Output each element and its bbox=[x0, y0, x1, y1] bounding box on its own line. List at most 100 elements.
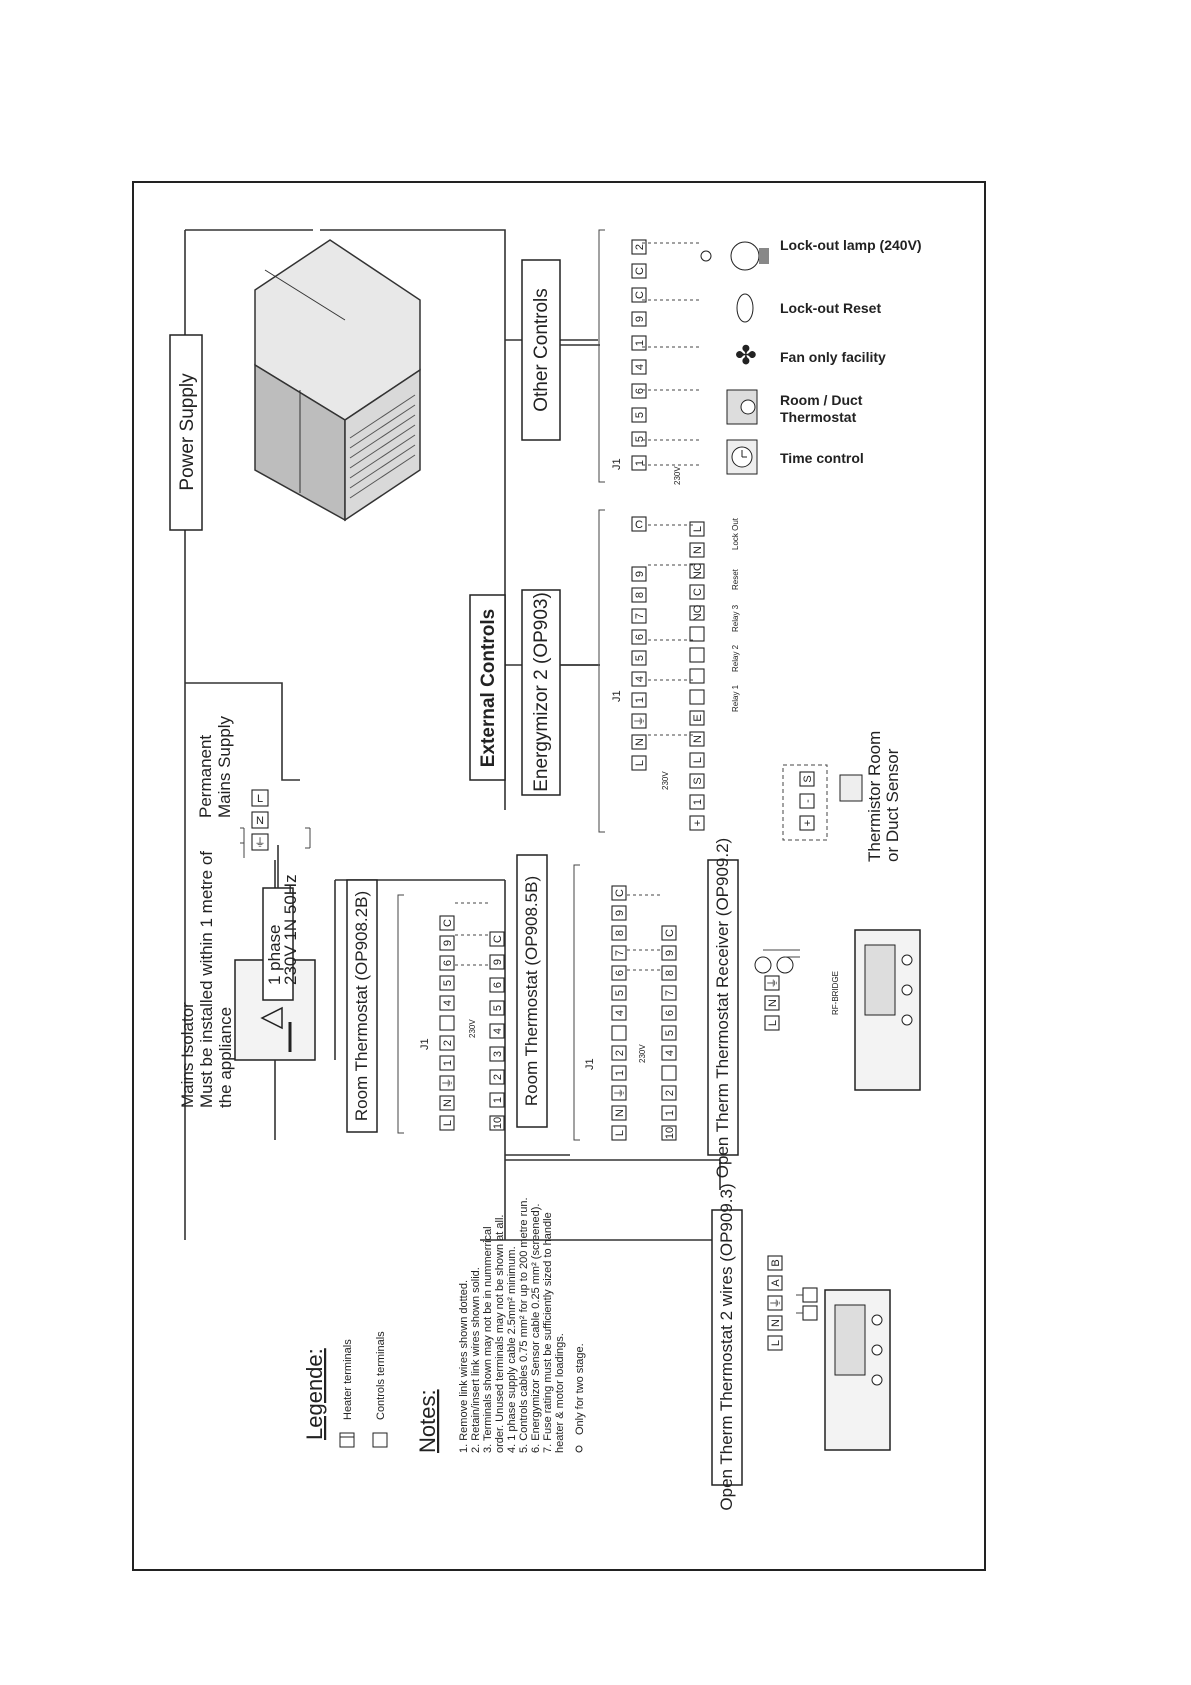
terminal-box bbox=[764, 1015, 780, 1031]
terminal-label: 7 bbox=[614, 950, 626, 956]
lockout-lamp-icon: Lock-out lamp (240V) bbox=[700, 237, 922, 271]
one-phase-box bbox=[262, 887, 294, 1001]
terminal-box bbox=[689, 584, 705, 600]
terminal-box bbox=[661, 1085, 677, 1101]
terminal-label: 9 bbox=[664, 950, 676, 956]
permanent-mains-supply: Permanent Mains Supply L N ⏚ bbox=[196, 715, 311, 858]
svg-text:230V: 230V bbox=[638, 1044, 647, 1063]
terminal-box bbox=[631, 608, 647, 624]
external-controls-label: External Controls bbox=[478, 609, 499, 767]
terminal-label: 8 bbox=[664, 970, 676, 976]
terminal-label: L bbox=[634, 760, 646, 766]
mains-isolator: Mains Isolator Must be installed within … bbox=[178, 845, 316, 1140]
terminal-label: C bbox=[692, 588, 704, 596]
terminal-label: S bbox=[692, 777, 704, 784]
terminal-box bbox=[767, 1315, 783, 1331]
terminal-label: 9 bbox=[492, 959, 504, 965]
terminal-label: 1 bbox=[614, 1070, 626, 1076]
terminal-box bbox=[611, 1065, 627, 1081]
terminal-box bbox=[611, 1005, 627, 1021]
terminal-label: C bbox=[442, 919, 454, 927]
svg-text:Reset: Reset bbox=[731, 568, 740, 590]
rf-bridge-label: RF-BRIDGE bbox=[831, 971, 840, 1015]
terminal-label: E bbox=[692, 714, 704, 721]
terminal-label: 6 bbox=[442, 960, 454, 966]
fan-icon: ✤ Fan only facility bbox=[735, 340, 886, 370]
terminal-label: 5 bbox=[634, 412, 646, 418]
terminal-label: 1 bbox=[442, 1060, 454, 1066]
terminal-label: 2 bbox=[614, 1050, 626, 1056]
svg-text:Room Thermostat (OP908.5B): Room Thermostat (OP908.5B) bbox=[522, 876, 541, 1106]
legend: Legende: Heater terminals Controls termi… bbox=[302, 1331, 388, 1448]
svg-text:5. Controls cables 0.75 mm² f: 5. Controls cables 0.75 mm² for up to 20… bbox=[518, 1197, 530, 1453]
room-thermostat-2b-block: Room Thermostat (OP908.2B) J1 230V LN⏚12… bbox=[346, 879, 505, 1134]
thermistor-sensor-icon bbox=[839, 774, 863, 802]
controls-terminal-swatch bbox=[372, 1432, 388, 1448]
terminal-box bbox=[661, 925, 677, 941]
terminal-box bbox=[631, 359, 647, 375]
terminal-box bbox=[489, 1000, 505, 1016]
terminal-label: 2 bbox=[442, 1040, 454, 1046]
terminal-label: 1 bbox=[634, 460, 646, 466]
terminal-box bbox=[439, 1075, 455, 1091]
svg-text:Relay 3: Relay 3 bbox=[731, 604, 740, 632]
time-control-icon: Time control bbox=[726, 439, 864, 475]
room-duct-thermostat-icon: Room / Duct Thermostat bbox=[726, 389, 863, 425]
mains-isolator-line-3: the appliance bbox=[216, 1007, 235, 1108]
svg-text:Lock-out Reset: Lock-out Reset bbox=[780, 300, 881, 316]
mains-isolator-line-1: Mains Isolator bbox=[178, 1002, 197, 1108]
terminal-box bbox=[611, 985, 627, 1001]
svg-text:Open Therm Thermostat Receiver: Open Therm Thermostat Receiver (OP909.2) bbox=[713, 838, 732, 1178]
terminal-box bbox=[661, 965, 677, 981]
svg-text:Time control: Time control bbox=[780, 450, 864, 466]
terminal-label: 1 bbox=[492, 1097, 504, 1103]
terminal-box bbox=[799, 793, 815, 809]
terminal-box bbox=[689, 668, 705, 684]
terminal-box bbox=[439, 1055, 455, 1071]
terminal-box bbox=[489, 977, 505, 993]
svg-text:Relay 2: Relay 2 bbox=[731, 644, 740, 672]
svg-text:Lock-out lamp (240V): Lock-out lamp (240V) bbox=[780, 237, 922, 253]
terminal-box bbox=[489, 1115, 505, 1131]
svg-text:230V: 230V bbox=[468, 1019, 477, 1038]
terminal-box bbox=[689, 815, 705, 831]
notes: Notes: 1. Remove link wires shown dotted… bbox=[415, 1197, 586, 1453]
terminal-box bbox=[489, 931, 505, 947]
warning-icon bbox=[260, 1006, 283, 1030]
svg-text:6. Energymizor Sensor cable 0: 6. Energymizor Sensor cable 0.25 mm² (sc… bbox=[530, 1204, 542, 1453]
terminal-box bbox=[631, 734, 647, 750]
terminal-label: 4 bbox=[634, 364, 646, 370]
heater-unit-illustration bbox=[254, 239, 421, 522]
svg-text:230V: 230V bbox=[673, 466, 682, 485]
terminal-label: 9 bbox=[634, 571, 646, 577]
terminal-box bbox=[799, 815, 815, 831]
ot-receiver-block: Open Therm Thermostat Receiver (OP909.2)… bbox=[707, 838, 921, 1178]
svg-text:1. Remove link wires shown do: 1. Remove link wires shown dotted. bbox=[458, 1280, 470, 1453]
terminal-box bbox=[689, 521, 705, 537]
terminal-label: ⏚ bbox=[441, 1078, 454, 1089]
terminal-box bbox=[689, 689, 705, 705]
room-thermostat-5b-block: Room Thermostat (OP908.5B) J1 230V LN⏚12… bbox=[516, 854, 677, 1141]
terminal-box bbox=[439, 955, 455, 971]
terminal-label: A bbox=[770, 1279, 782, 1287]
svg-text:Heater terminals: Heater terminals bbox=[342, 1339, 354, 1420]
terminal-box bbox=[439, 995, 455, 1011]
terminal-box bbox=[661, 1065, 677, 1081]
terminal-box bbox=[631, 566, 647, 582]
external-controls-block: External Controls bbox=[469, 594, 506, 781]
terminal-label: L bbox=[767, 1020, 779, 1026]
svg-text:✤: ✤ bbox=[735, 340, 757, 370]
terminal-label: 6 bbox=[634, 634, 646, 640]
terminal-label: 1 bbox=[634, 340, 646, 346]
svg-text:230V: 230V bbox=[661, 771, 670, 790]
terminal-box bbox=[689, 752, 705, 768]
terminal-box bbox=[611, 1045, 627, 1061]
receiver-terminals: LN⏚ bbox=[764, 975, 780, 1031]
svg-text:J1: J1 bbox=[419, 1038, 431, 1050]
